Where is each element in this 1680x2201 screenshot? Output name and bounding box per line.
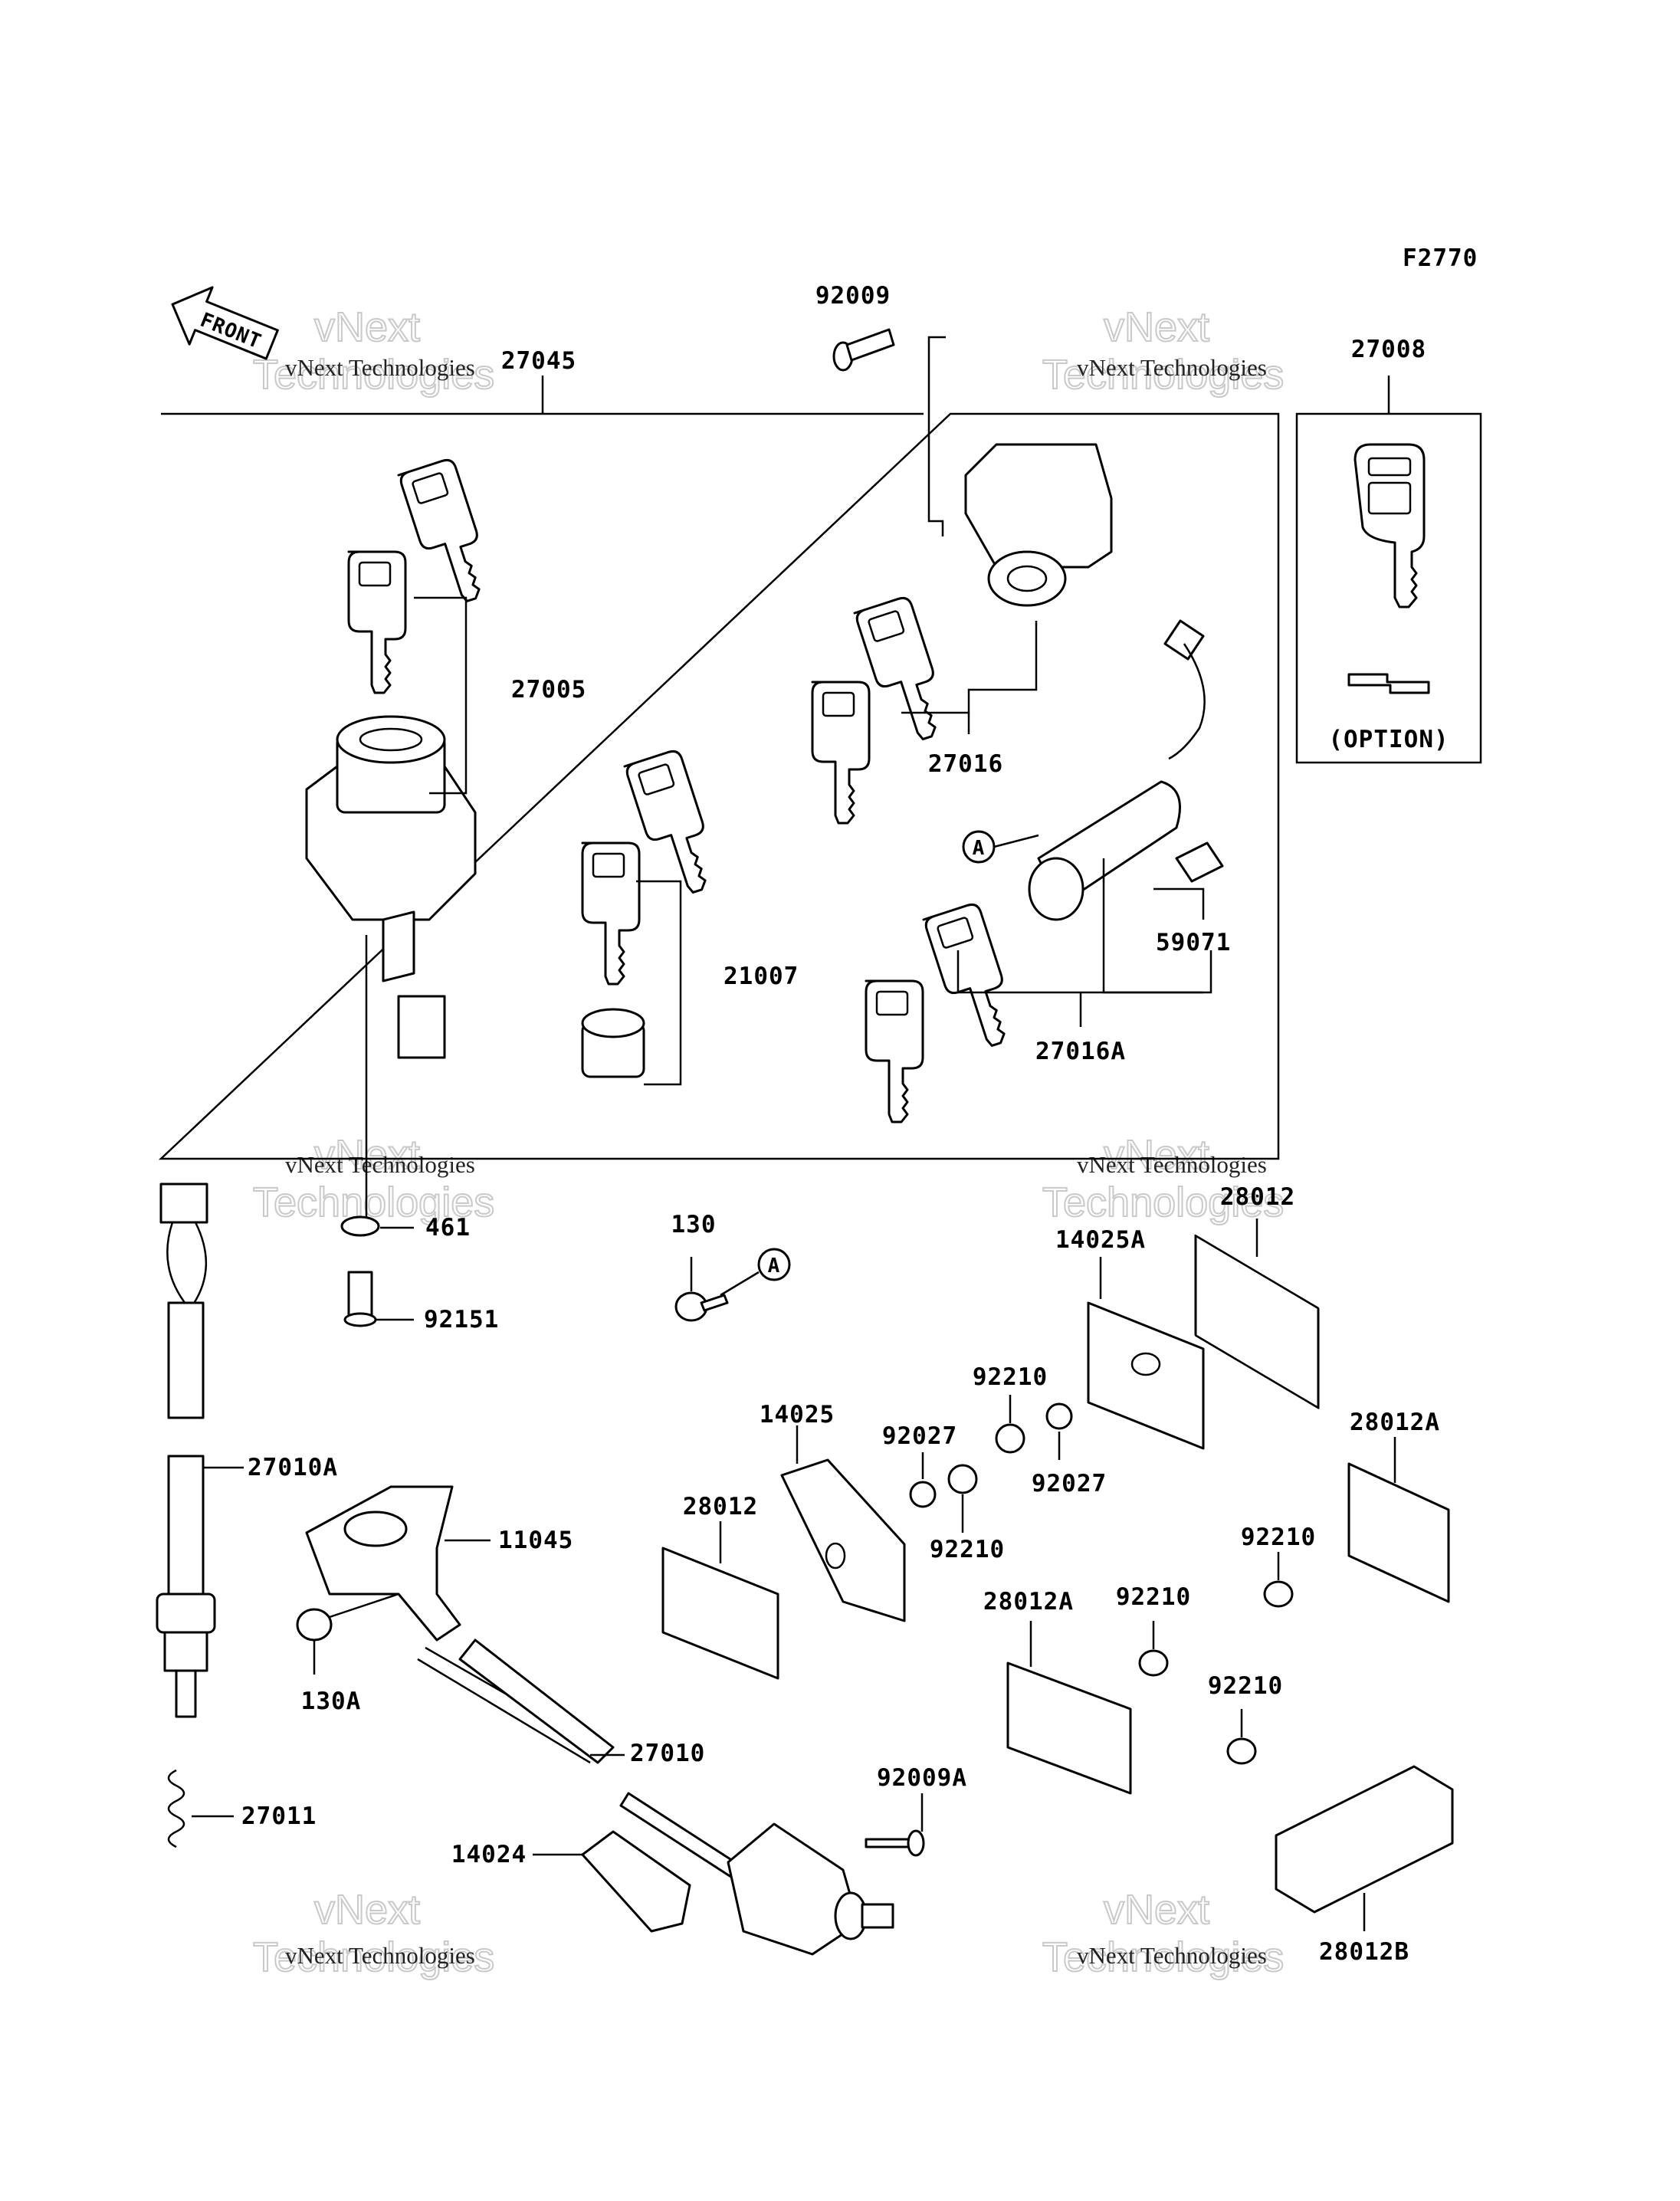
label-92210: 92210 — [1208, 1672, 1283, 1700]
nut-92210-c — [1263, 1552, 1294, 1608]
plunger-switch — [727, 1822, 894, 1956]
label-27005: 27005 — [511, 676, 586, 704]
lock-cylinder — [1028, 619, 1224, 921]
ref-marker-a: A — [720, 1248, 791, 1297]
label-92210: 92210 — [1241, 1524, 1316, 1551]
watermark-text: vNext Technologies — [285, 354, 475, 381]
watermark-text: vNext Technologies — [1077, 354, 1267, 381]
figure-code: F2770 — [1403, 244, 1478, 272]
label-14025A: 14025A — [1055, 1226, 1146, 1254]
label-130: 130 — [671, 1211, 717, 1238]
key-set-27005 — [347, 456, 497, 694]
nut-92210-e — [1226, 1709, 1257, 1765]
reflector-28012-top — [1194, 1219, 1320, 1409]
bolt-130 — [674, 1257, 729, 1322]
bracket-11045 — [305, 1485, 491, 1642]
spacer-92027-a — [909, 1452, 937, 1508]
watermark-text: vNext Technologies — [1077, 1942, 1267, 1969]
label-461: 461 — [425, 1214, 471, 1242]
reflector-holder-14025A — [1087, 1257, 1205, 1450]
bolt-92009A — [865, 1793, 925, 1857]
spring-27011 — [167, 1769, 234, 1848]
label-92027: 92027 — [1032, 1470, 1107, 1497]
bolt-130A — [296, 1593, 399, 1675]
watermark-text: vNext Technologies — [285, 1942, 475, 1969]
option-label: (OPTION) — [1328, 726, 1449, 753]
label-27010: 27010 — [630, 1740, 705, 1767]
reflector-28012-mid — [661, 1521, 779, 1680]
label-92210: 92210 — [1116, 1583, 1191, 1611]
label-28012A: 28012A — [1350, 1409, 1440, 1436]
label-28012A: 28012A — [983, 1588, 1074, 1615]
label-92009: 92009 — [815, 282, 891, 310]
cable-27010 — [417, 1638, 760, 1891]
watermark-text: vNext Technologies — [285, 1151, 475, 1178]
label-27016A: 27016A — [1035, 1038, 1126, 1065]
label-92210: 92210 — [973, 1363, 1048, 1391]
washer-461 — [340, 1215, 414, 1237]
label-14024: 14024 — [451, 1841, 527, 1868]
ignition-switch — [305, 715, 477, 1235]
spacer-92027-b — [1045, 1402, 1073, 1460]
label-92009A: 92009A — [877, 1764, 967, 1792]
svg-text:A: A — [973, 837, 986, 860]
seat-lock-bracket — [964, 443, 1113, 607]
key-set-21007 — [581, 747, 724, 986]
nut-92210-b — [947, 1464, 978, 1533]
label-92151: 92151 — [424, 1306, 499, 1333]
nut-92210-d — [1138, 1621, 1169, 1677]
label-92027: 92027 — [882, 1422, 957, 1450]
watermark-text: vNext Technologies — [1077, 1151, 1267, 1178]
reflector-28012B — [1275, 1765, 1454, 1931]
reflector-holder-14025 — [780, 1425, 906, 1622]
ref-marker-a: A — [962, 830, 1039, 864]
label-27011: 27011 — [241, 1802, 317, 1830]
front-arrow-icon: FRONT — [171, 286, 279, 360]
key-cap — [581, 1008, 645, 1078]
key-set-27016A — [865, 900, 1022, 1123]
label-130A: 130A — [301, 1688, 362, 1715]
nut-92210-a — [995, 1395, 1025, 1454]
label-92210: 92210 — [930, 1536, 1005, 1563]
reflector-28012A-mid — [1006, 1621, 1132, 1795]
neutral-switch-harness — [156, 1183, 244, 1718]
part-labels: 27045 92009 27008 27005 27016 21007 5907… — [241, 282, 1449, 1966]
label-27016: 27016 — [928, 750, 1003, 778]
svg-text:A: A — [768, 1255, 781, 1278]
screw-92009 — [832, 328, 895, 372]
label-59071: 59071 — [1156, 929, 1231, 956]
key-set-27016 — [811, 594, 953, 825]
label-27008: 27008 — [1351, 336, 1426, 363]
label-21007: 21007 — [724, 963, 799, 990]
option-frame-27008 — [1295, 376, 1482, 764]
bolt-92151 — [343, 1271, 414, 1327]
label-28012: 28012 — [683, 1493, 758, 1520]
switch-14024 — [533, 1830, 691, 1933]
label-14025: 14025 — [760, 1401, 835, 1429]
label-28012B: 28012B — [1319, 1938, 1409, 1966]
reflector-28012A-right — [1347, 1437, 1450, 1603]
label-27010A: 27010A — [248, 1454, 338, 1481]
watermarks: vNext Technologies vNext Technologies vN… — [252, 303, 1285, 1981]
label-11045: 11045 — [498, 1527, 573, 1554]
label-27045: 27045 — [501, 347, 576, 375]
label-28012: 28012 — [1220, 1183, 1295, 1211]
